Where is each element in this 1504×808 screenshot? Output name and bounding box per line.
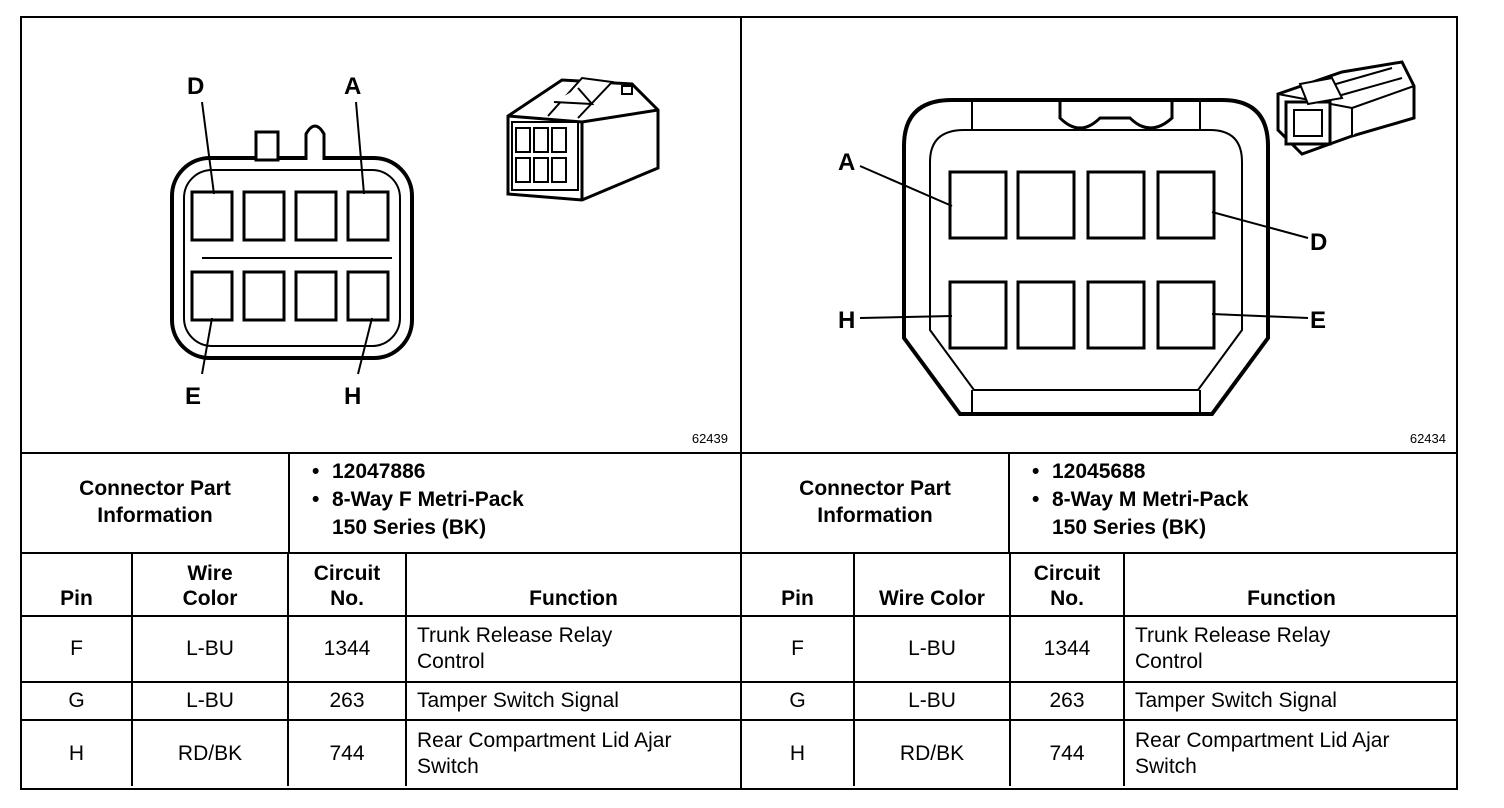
pin-label-h: H: [344, 383, 361, 410]
header-function: Function: [405, 552, 740, 617]
table-row: G L-BU 263 Tamper Switch Signal: [742, 681, 1458, 721]
pin-label-d: D: [187, 73, 204, 100]
header-wire-color: Wire Color: [853, 552, 1011, 617]
connector-part-info: Connector Part Information 12047886 8-Wa…: [22, 452, 740, 554]
part-number: 12047886: [308, 458, 524, 486]
female-connector-iso-icon: [506, 76, 660, 202]
female-connector-face-view: D A E H: [170, 73, 660, 410]
female-cavity-grid: [190, 190, 390, 322]
pin-label-e: E: [185, 383, 201, 410]
connector-part-info: Connector Part Information 12045688 8-Wa…: [742, 452, 1458, 554]
male-connector-panel: A D H E 62434: [742, 18, 1458, 788]
connector-part-info-label: Connector Part Information: [22, 452, 290, 552]
header-pin: Pin: [742, 552, 855, 617]
male-connector-diagram: A D H E 62434: [742, 18, 1458, 454]
part-number: 12045688: [1028, 458, 1248, 486]
connector-part-info-label: Connector Part Information: [742, 452, 1010, 552]
male-connector-face-view: A D H E: [838, 60, 1416, 416]
pin-label-d: D: [1310, 229, 1327, 256]
pin-label-h: H: [838, 307, 855, 334]
connector-sheet: D A E H: [20, 16, 1458, 790]
pin-label-a: A: [344, 73, 361, 100]
male-cavity-grid: [948, 170, 1216, 350]
female-connector-diagram: D A E H: [22, 18, 740, 454]
header-function: Function: [1123, 552, 1458, 617]
header-pin: Pin: [22, 552, 133, 617]
male-connector-iso-icon: [1276, 60, 1416, 156]
female-connector-panel: D A E H: [22, 18, 742, 788]
pin-label-a: A: [838, 149, 855, 176]
pin-label-e: E: [1310, 307, 1326, 334]
figure-reference-number: 62434: [1409, 431, 1446, 446]
figure-reference-number: 62439: [691, 431, 728, 446]
table-row: G L-BU 263 Tamper Switch Signal: [22, 681, 740, 721]
